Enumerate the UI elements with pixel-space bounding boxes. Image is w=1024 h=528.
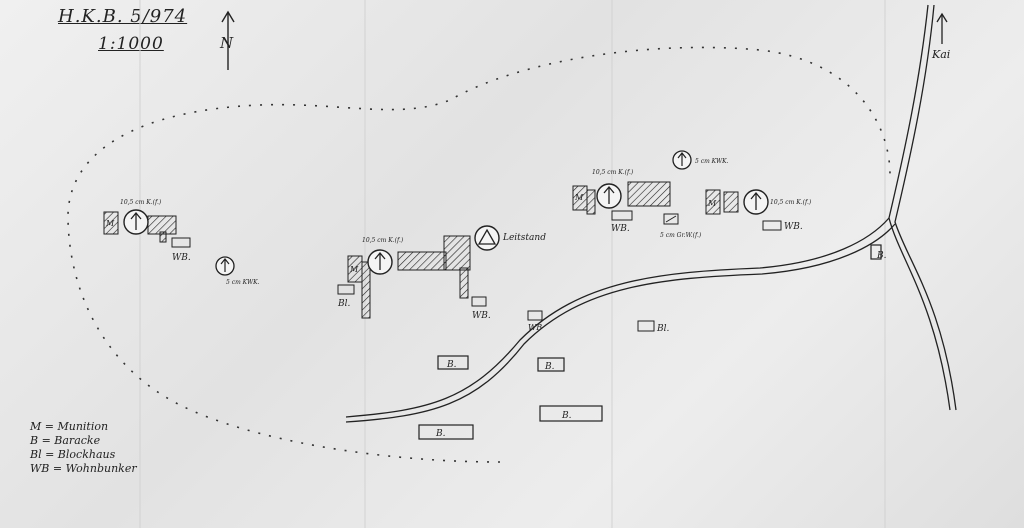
baracke-2 xyxy=(537,357,565,372)
label-m4: M xyxy=(707,199,717,208)
label-gun2: 10,5 cm K.(f.) xyxy=(362,237,404,244)
gun-position-4 xyxy=(705,189,782,231)
label-kwk2: 5 cm KWK. xyxy=(695,158,729,165)
map-scale: 1:1000 xyxy=(98,34,164,54)
map-title: H.K.B. 5/974 xyxy=(58,6,188,27)
gun-position-2 xyxy=(337,235,487,319)
label-wb1: WB. xyxy=(172,253,191,263)
granatwerfer-position xyxy=(663,213,679,225)
baracke-3 xyxy=(539,405,603,422)
label-m3: M xyxy=(574,193,584,202)
label-b4: B. xyxy=(435,429,446,439)
legend-item-blockhaus: Bl = Blockhaus xyxy=(30,448,116,461)
label-gun1: 10,5 cm K.(f.) xyxy=(120,199,162,206)
label-m2: M xyxy=(349,265,359,274)
road-label-kai: Kai xyxy=(931,48,950,61)
label-b3: B. xyxy=(561,411,572,421)
legend-item-munition: M = Munition xyxy=(30,420,109,433)
label-leitstand: Leitstand xyxy=(502,233,546,243)
wohnbunker-3 xyxy=(527,310,543,321)
label-bl2: Bl. xyxy=(656,324,669,334)
label-b1: B. xyxy=(446,360,457,370)
leitstand xyxy=(474,225,500,251)
north-arrow-icon xyxy=(221,10,235,70)
road xyxy=(345,4,957,423)
baracke-5 xyxy=(870,244,882,260)
kwk-position-2 xyxy=(672,150,692,170)
kai-arrow-icon xyxy=(936,12,948,44)
label-bl1: Bl. xyxy=(337,299,350,309)
label-wb5: WB. xyxy=(784,222,803,232)
kwk-position-1 xyxy=(215,256,235,276)
label-wb3: WB xyxy=(528,323,542,332)
label-granatwerfer: 5 cm Gr.W.(f.) xyxy=(660,232,702,239)
legend-item-baracke: B = Baracke xyxy=(30,434,101,447)
label-m1: M xyxy=(105,219,115,228)
north-label: N xyxy=(219,34,234,52)
gun-position-1 xyxy=(103,209,191,248)
label-kwk1: 5 cm KWK. xyxy=(226,279,260,286)
label-gun3: 10,5 cm K.(f.) xyxy=(592,169,634,176)
label-wb2: WB. xyxy=(472,311,491,321)
baracke-1 xyxy=(437,355,469,370)
blockhaus-2 xyxy=(637,320,655,332)
paper-creases xyxy=(139,0,886,528)
map-legend: M = Munition B = Baracke Bl = Blockhaus … xyxy=(30,420,137,476)
label-b5: B. xyxy=(876,251,887,261)
gun-position-3 xyxy=(572,181,671,221)
label-wb4: WB. xyxy=(611,224,630,234)
perimeter-wire xyxy=(67,46,891,463)
label-b2: B. xyxy=(544,362,555,372)
legend-item-wohnbunker: WB = Wohnbunker xyxy=(30,462,137,475)
label-gun4: 10,5 cm K.(f.) xyxy=(770,199,812,206)
baracke-4 xyxy=(418,424,474,440)
